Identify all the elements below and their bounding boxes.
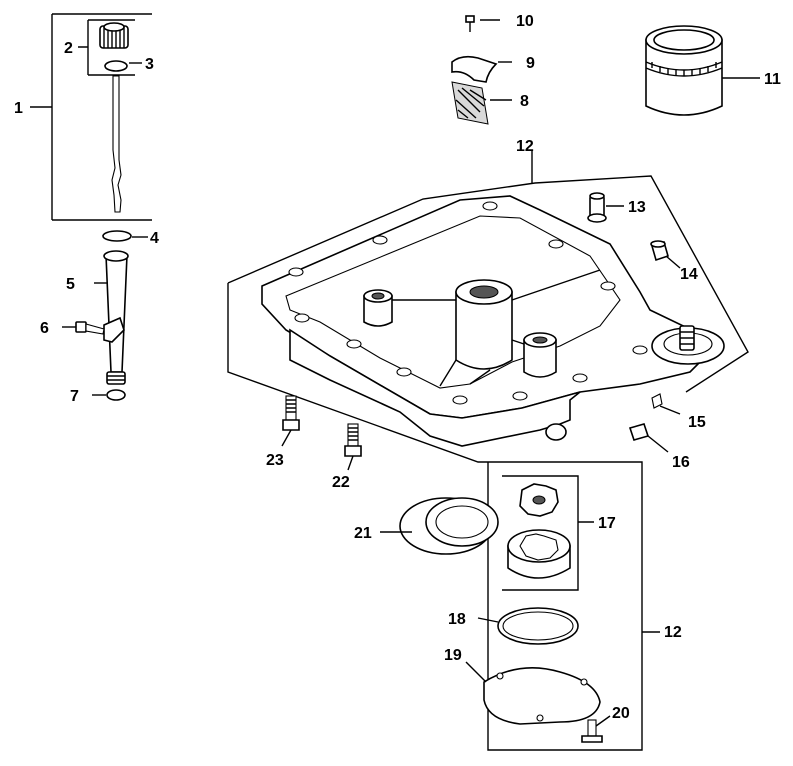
breather-cover-part xyxy=(451,55,498,83)
breather-filter-part xyxy=(451,81,489,125)
callout-4: 4 xyxy=(150,230,159,247)
callout-11: 11 xyxy=(764,71,781,88)
bolt-22-part xyxy=(344,423,362,457)
bolts xyxy=(281,395,362,471)
oil-pan-part xyxy=(227,150,749,751)
callout-13: 13 xyxy=(628,199,646,216)
callout-18: 18 xyxy=(448,611,466,628)
dipstick-tube-assembly xyxy=(62,230,148,401)
callout-2: 2 xyxy=(64,40,73,57)
callout-21: 21 xyxy=(354,525,372,542)
callout-10: 10 xyxy=(516,13,534,30)
dipstick-assembly xyxy=(30,13,152,221)
callout-12-top: 12 xyxy=(516,138,534,155)
breather-parts xyxy=(451,15,512,125)
o-ring-3-part xyxy=(104,60,128,72)
cover-plate-part xyxy=(465,661,601,725)
oil-filter-part xyxy=(645,25,760,116)
fitting-15-part xyxy=(651,393,663,409)
oil-pump-rotors-part xyxy=(502,475,594,591)
screw-6-part xyxy=(75,321,105,335)
callout-6: 6 xyxy=(40,320,49,337)
callout-9: 9 xyxy=(526,55,535,72)
plug-16-part xyxy=(628,423,650,441)
callout-14: 14 xyxy=(680,266,698,283)
callout-17: 17 xyxy=(598,515,616,532)
callout-8: 8 xyxy=(520,93,529,110)
fittings xyxy=(587,192,681,453)
callout-1: 1 xyxy=(14,100,23,117)
callout-7: 7 xyxy=(70,388,79,405)
callout-12-bottom: 12 xyxy=(664,624,682,641)
callout-20: 20 xyxy=(612,705,630,722)
callout-23: 23 xyxy=(266,452,284,469)
dipstick-cap-part xyxy=(99,22,129,49)
callout-3: 3 xyxy=(145,56,154,73)
screw-20-part xyxy=(581,719,603,743)
plug-13-part xyxy=(587,192,607,223)
callout-15: 15 xyxy=(688,414,706,431)
callout-22: 22 xyxy=(332,474,350,491)
o-ring-4-part xyxy=(102,230,132,242)
plug-14-part xyxy=(650,240,669,262)
bolt-23-part xyxy=(282,395,300,431)
dipstick-tube-part xyxy=(105,254,128,373)
callout-19: 19 xyxy=(444,647,462,664)
callout-5: 5 xyxy=(66,276,75,293)
callout-labels: 1 2 3 4 5 6 7 8 9 10 11 12 13 14 15 16 1… xyxy=(14,13,781,722)
flange-bolt-holes xyxy=(288,201,648,405)
oil-seal-part xyxy=(380,497,499,555)
dipstick-blade-part xyxy=(111,75,122,213)
callout-16: 16 xyxy=(672,454,690,471)
o-ring-7-part xyxy=(106,389,126,401)
